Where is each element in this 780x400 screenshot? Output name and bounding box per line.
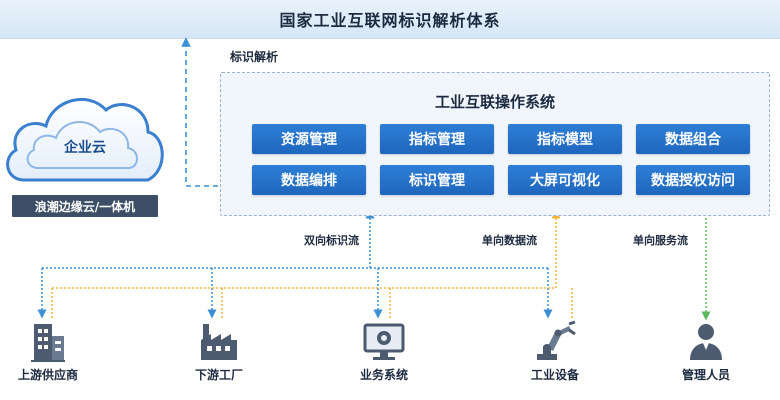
entity-manager: 管理人员 xyxy=(661,320,751,383)
identifier-parse-label: 标识解析 xyxy=(230,50,279,64)
cloud-label: 企业云 xyxy=(64,140,106,156)
entity-downstream-factory: 下游工厂 xyxy=(174,320,264,383)
module-data-combination: 数据组合 xyxy=(636,124,750,154)
industrial-os-panel: 工业互联操作系统 资源管理 指标管理 指标模型 数据组合 数据编排 标识管理 大… xyxy=(220,72,770,216)
entity-upstream-supplier: 上游供应商 xyxy=(3,320,93,383)
module-metric-management: 指标管理 xyxy=(380,124,494,154)
factory-icon xyxy=(201,324,237,360)
module-data-orchestration: 数据编排 xyxy=(252,165,366,195)
module-identifier-management: 标识管理 xyxy=(380,165,494,195)
robot-arm-icon xyxy=(537,320,576,360)
module-resource-management: 资源管理 xyxy=(252,124,366,154)
entity-label: 上游供应商 xyxy=(17,368,78,382)
page-title-banner: 国家工业互联网标识解析体系 xyxy=(0,0,780,39)
entity-business-system: 业务系统 xyxy=(339,322,429,383)
service-flow-label: 单向服务流 xyxy=(633,234,688,247)
bidirectional-flow-label: 双向标识流 xyxy=(304,234,359,247)
entity-industrial-equipment: 工业设备 xyxy=(510,320,600,383)
cloud-icon xyxy=(6,98,164,182)
data-flow-label: 单向数据流 xyxy=(482,234,537,247)
module-grid: 资源管理 指标管理 指标模型 数据组合 数据编排 标识管理 大屏可视化 数据授权… xyxy=(252,124,750,195)
module-dashboard-visualization: 大屏可视化 xyxy=(508,165,622,195)
entity-label: 下游工厂 xyxy=(194,368,243,382)
entity-label: 业务系统 xyxy=(359,368,408,382)
edge-cloud-bar: 浪潮边缘云/一体机 xyxy=(12,195,158,217)
page-title: 国家工业互联网标识解析体系 xyxy=(279,11,501,30)
module-data-authorized-access: 数据授权访问 xyxy=(636,165,750,195)
cloud-to-parse-line xyxy=(181,37,218,187)
entity-label: 管理人员 xyxy=(681,368,730,382)
monitor-icon xyxy=(363,323,405,360)
building-icon xyxy=(31,324,65,362)
enterprise-cloud: 企业云 xyxy=(2,78,168,188)
person-icon xyxy=(690,324,722,360)
industrial-os-title: 工业互联操作系统 xyxy=(434,93,555,111)
module-metric-model: 指标模型 xyxy=(508,124,622,154)
entity-label: 工业设备 xyxy=(530,368,579,382)
